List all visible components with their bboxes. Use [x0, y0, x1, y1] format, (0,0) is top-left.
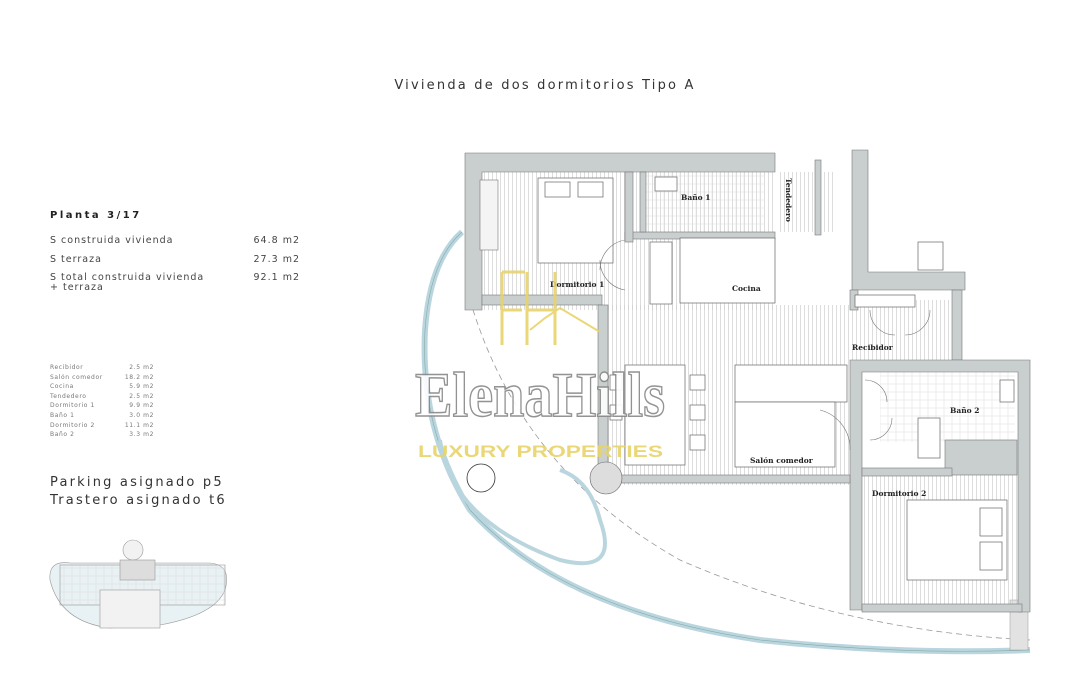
room-area-row: Baño 1 3.0 m2	[50, 412, 154, 422]
watermark-tagline: LUXURY PROPERTIES	[418, 442, 663, 461]
room-area-row: Recibidor 2.5 m2	[50, 364, 154, 374]
room-area-row: Dormitorio 1 9.9 m2	[50, 402, 154, 412]
room-area-row: Cocina 5.9 m2	[50, 383, 154, 393]
room-name: Salón comedor	[50, 373, 103, 381]
room-area: 3.3 m2	[129, 431, 154, 439]
room-area: 2.5 m2	[129, 392, 154, 400]
walls	[464, 149, 1031, 613]
summary-value: 27.3 m2	[253, 254, 300, 265]
summary-row: S total construida vivienda + terraza 92…	[50, 273, 300, 293]
watermark-brand: ElenaHills	[415, 359, 665, 430]
plan-title: Vivienda de dos dormitorios Tipo A	[394, 78, 696, 93]
room-area: 18.2 m2	[124, 373, 154, 381]
room-area-row: Baño 2 3.3 m2	[50, 431, 154, 441]
room-areas-list: Recibidor 2.5 m2 Salón comedor 18.2 m2 Coc…	[50, 364, 154, 441]
room-area: 5.9 m2	[129, 383, 154, 391]
room-label-bano-1: Baño 1	[681, 193, 710, 202]
summary-label: S terraza	[50, 254, 102, 265]
room-name: Baño 1	[50, 411, 75, 419]
storage-assignment: Trastero asignado t6	[50, 493, 227, 508]
summary-value: 92.1 m2	[253, 272, 300, 283]
summary-label: S construida vivienda	[50, 235, 174, 246]
floor-label: Planta 3/17	[50, 210, 142, 221]
room-label-recibidor: Recibidor	[852, 343, 894, 352]
terrace-edge-dashed	[469, 299, 1031, 641]
room-label-bano-2: Baño 2	[950, 406, 979, 415]
planter	[466, 463, 496, 493]
door-swings	[599, 239, 931, 451]
room-label-cocina: Cocina	[732, 284, 761, 293]
room-name: Dormitorio 1	[50, 402, 95, 410]
summary-row: S construida vivienda 64.8 m2	[50, 235, 300, 246]
room-area: 2.5 m2	[129, 364, 154, 371]
room-area: 3.0 m2	[129, 411, 154, 419]
room-name: Tendedero	[50, 392, 87, 400]
room-label-salon: Salón comedor	[750, 456, 814, 465]
summary-value: 64.8 m2	[253, 235, 300, 246]
watermark-logo: ElenaHills LUXURY PROPERTIES	[414, 270, 666, 461]
summary-label-cont: + terraza	[50, 282, 104, 293]
room-label-tendedero: Tendedero	[784, 178, 793, 222]
room-area: 9.9 m2	[129, 402, 154, 410]
room-area-row: Salón comedor 18.2 m2	[50, 374, 154, 384]
summary-label: S total construida vivienda	[50, 272, 205, 283]
summary-row: S terraza 27.3 m2	[50, 254, 300, 265]
furniture	[537, 176, 1015, 581]
room-name: Baño 2	[50, 431, 75, 439]
parking-assignment: Parking asignado p5	[50, 475, 224, 490]
room-name: Cocina	[50, 383, 74, 391]
room-label-dormitorio-2: Dormitorio 2	[872, 489, 926, 498]
key-plan-thumbnail	[49, 539, 227, 629]
room-area-row: Dormitorio 2 11.1 m2	[50, 422, 154, 432]
room-name: Recibidor	[50, 364, 84, 371]
room-area-row: Tendedero 2.5 m2	[50, 393, 154, 403]
room-area: 11.1 m2	[124, 421, 154, 429]
room-label-dormitorio-1: Dormitorio 1	[550, 280, 604, 289]
room-name: Dormitorio 2	[50, 421, 95, 429]
